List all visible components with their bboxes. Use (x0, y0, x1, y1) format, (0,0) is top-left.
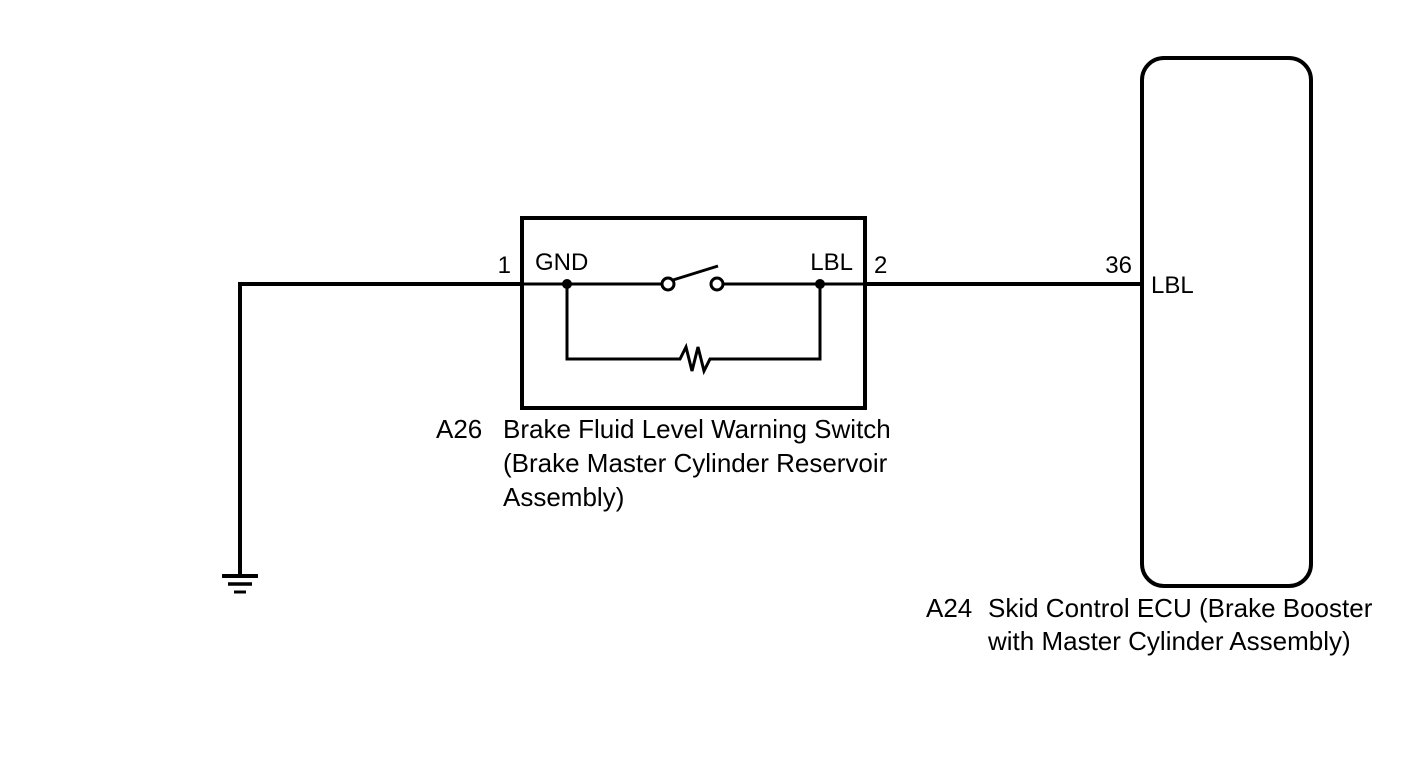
resistor-branch-wire-right (716, 284, 822, 361)
switch-icon (660, 264, 725, 292)
pin-2-number: 2 (874, 252, 887, 279)
ecu-component-name-line-2: with Master Cylinder Assembly) (987, 626, 1351, 656)
switch-component-name-line-1: Brake Fluid Level Warning Switch (503, 414, 891, 444)
switch-component-code: A26 (436, 414, 482, 444)
ecu-component-box (1140, 56, 1313, 588)
pin-1-number: 1 (498, 252, 511, 279)
ecu-pin-lbl-label: LBL (1151, 272, 1194, 299)
ecu-component-name-line-1: Skid Control ECU (Brake Booster (988, 593, 1373, 623)
pin-lbl-label: LBL (810, 249, 853, 276)
switch-component-name-line-3: Assembly) (503, 482, 624, 512)
ground-wire (238, 282, 522, 575)
resistor-branch-wire (565, 284, 672, 361)
ground-icon (222, 574, 258, 594)
switch-component-box (520, 216, 867, 410)
pin-36-number: 36 (1105, 252, 1132, 279)
pin-gnd-label: GND (535, 249, 588, 276)
switch-component-name-line-2: (Brake Master Cylinder Reservoir (503, 448, 888, 478)
resistor-icon (672, 342, 716, 376)
ecu-component-code: A24 (926, 593, 972, 623)
